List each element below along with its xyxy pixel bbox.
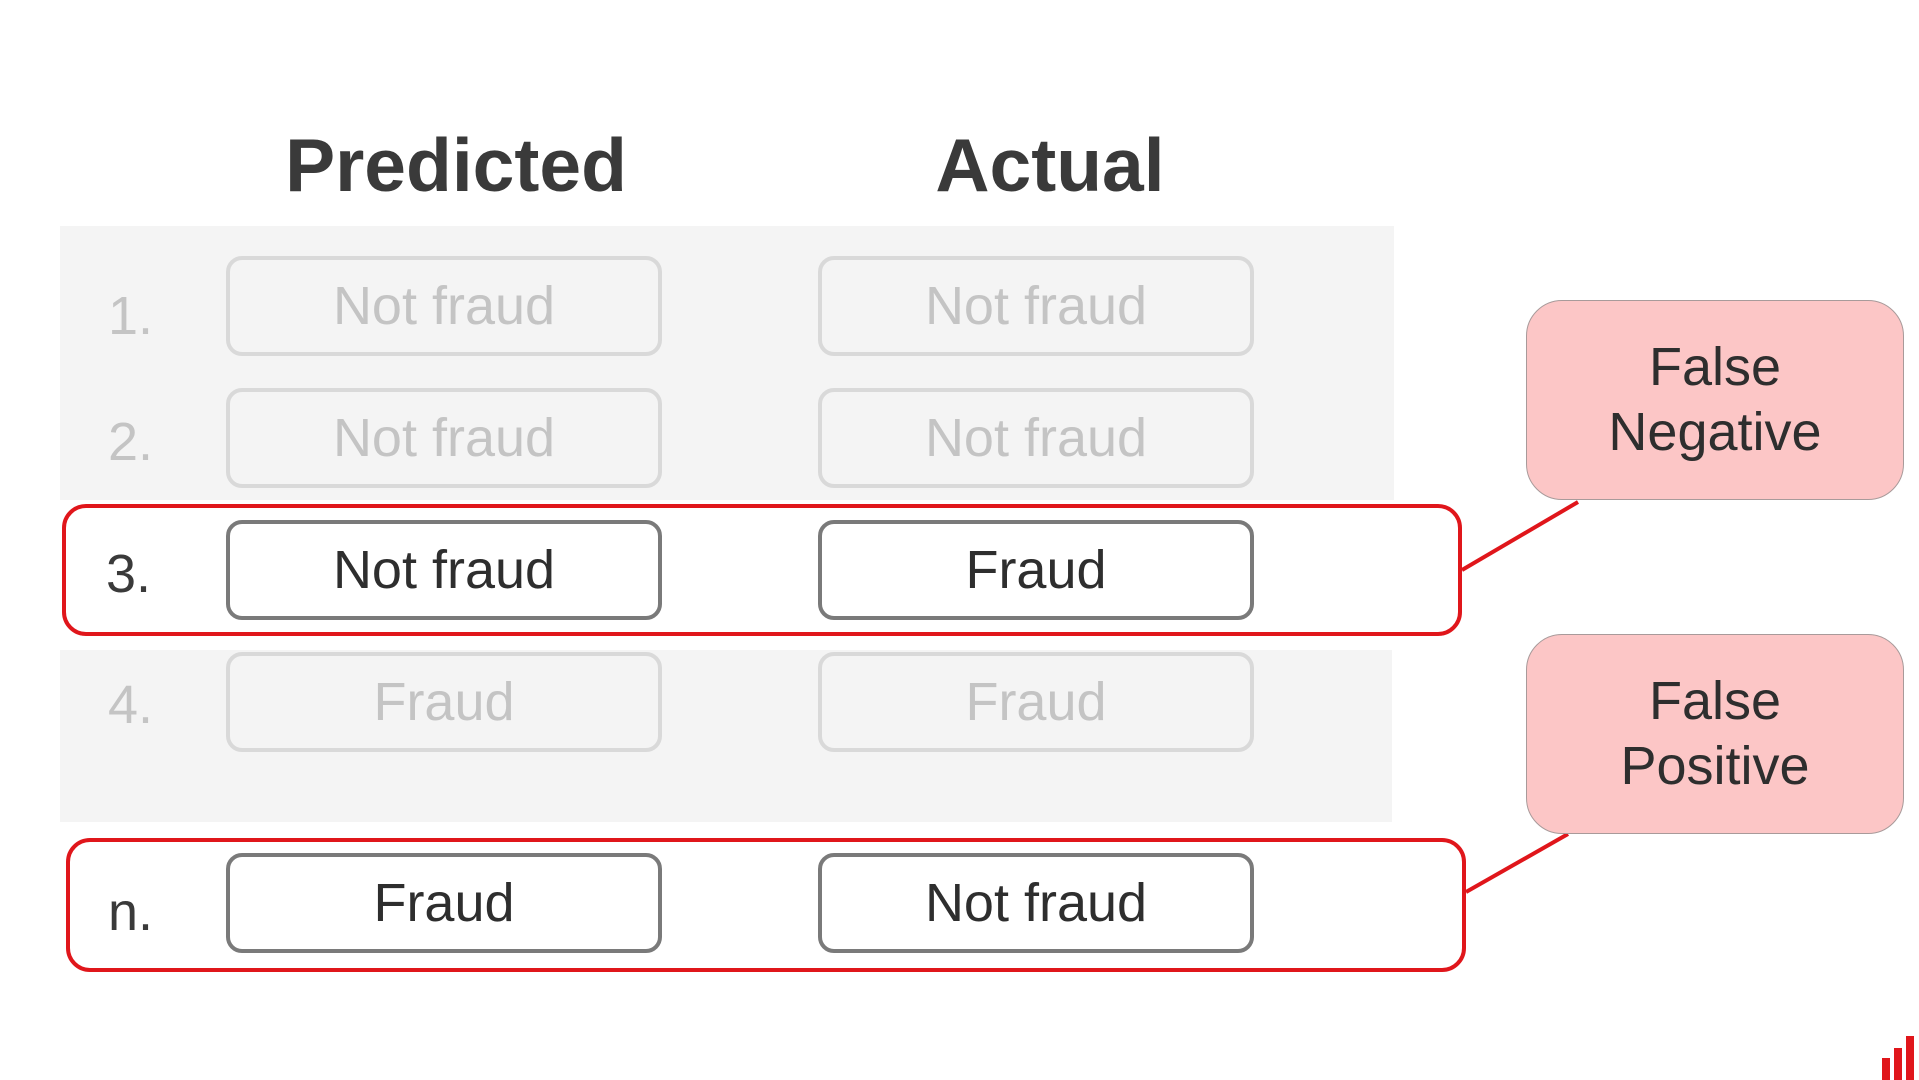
false-negative-line2: Negative <box>1608 402 1822 462</box>
actual-header: Actual <box>935 123 1165 207</box>
actual-cell: Not fraud <box>818 388 1254 488</box>
actual-cell: Not fraud <box>818 853 1254 953</box>
predicted-cell: Not fraud <box>226 388 662 488</box>
false-negative-line1: False <box>1648 337 1782 398</box>
false-negative-highlight <box>62 504 1462 636</box>
false-positive-callout: False Positive <box>1526 634 1904 834</box>
actual-cell: Not fraud <box>818 256 1254 356</box>
row-number: n. <box>108 882 154 942</box>
false-negative-connector <box>1460 500 1580 572</box>
false-positive-highlight <box>66 838 1466 972</box>
row-number: 3. <box>106 544 152 604</box>
actual-cell: Fraud <box>818 520 1254 620</box>
row-number: 2. <box>108 412 154 472</box>
predicted-header: Predicted <box>285 123 627 207</box>
actual-cell: Fraud <box>818 652 1254 752</box>
predicted-cell: Fraud <box>226 853 662 953</box>
predicted-cell: Not fraud <box>226 256 662 356</box>
row-number: 1. <box>108 286 154 346</box>
predicted-cell: Not fraud <box>226 520 662 620</box>
false-positive-connector <box>1465 832 1569 894</box>
false-negative-callout: False Negative <box>1526 300 1904 500</box>
false-positive-line1: False <box>1648 671 1782 732</box>
row-number: 4. <box>108 675 154 735</box>
predicted-cell: Fraud <box>226 652 662 752</box>
false-positive-line2: Positive <box>1620 736 1810 796</box>
